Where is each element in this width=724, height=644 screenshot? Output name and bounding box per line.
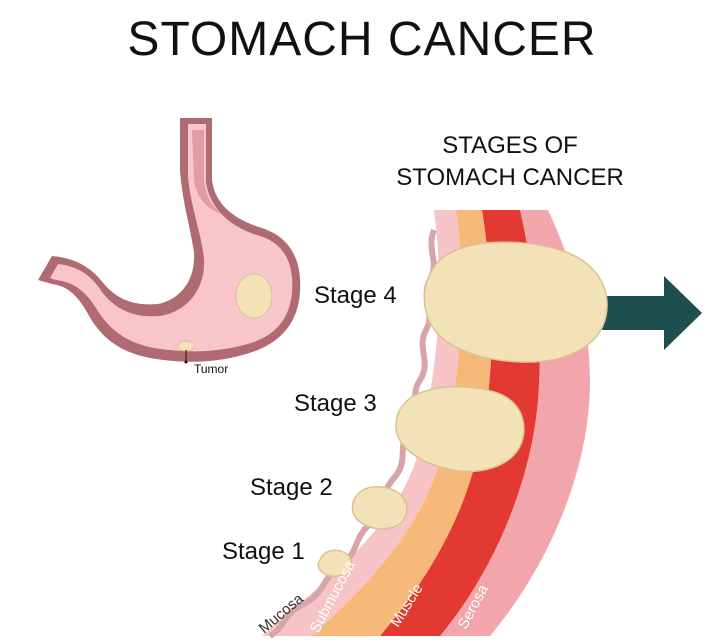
spread-arrow xyxy=(602,276,702,350)
stage-1-label: Stage 1 xyxy=(222,538,305,565)
tumor-stage-2 xyxy=(351,486,408,530)
stages-heading-line1: STAGES OF xyxy=(442,132,578,159)
stage-2-label: Stage 2 xyxy=(250,474,333,501)
tumor-large xyxy=(235,273,273,319)
tumor-stage-4 xyxy=(423,241,608,363)
page-title: STOMACH CANCER xyxy=(127,13,597,66)
layer-submucosa xyxy=(312,210,492,636)
stages-heading: STAGES OF STOMACH CANCER xyxy=(360,130,660,194)
tumor-label: Tumor xyxy=(194,362,228,376)
stage-4-label: Stage 4 xyxy=(314,282,397,309)
layer-mucosa xyxy=(262,210,462,636)
stages-heading-line2: STOMACH CANCER xyxy=(396,164,624,191)
stage-3-label: Stage 3 xyxy=(294,390,377,417)
stomach-inner-lining xyxy=(50,124,293,352)
tumor-stage-3 xyxy=(395,385,525,473)
tumor-stage-1 xyxy=(317,549,352,578)
stomach-shadow xyxy=(192,130,222,214)
stomach-illustration: Tumor xyxy=(38,118,301,376)
stomach-wall-layers: Mucosa Submucosa Muscle Serosa xyxy=(256,210,702,639)
tumor-pointer-dot xyxy=(184,360,188,364)
tumor-small xyxy=(177,340,195,352)
